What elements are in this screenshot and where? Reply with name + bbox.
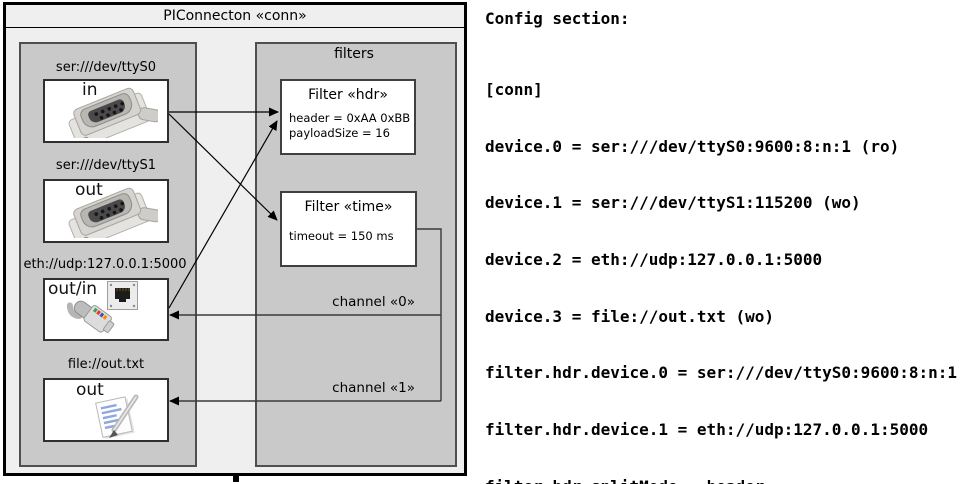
config-section: [conn] device.0 = ser:///dev/ttyS0:9600:…: [485, 43, 964, 484]
bottom-tick: [233, 473, 239, 482]
filters-panel-title: filters: [334, 46, 374, 62]
config-line: filter.hdr.device.0 = ser:///dev/ttyS0:9…: [485, 363, 958, 383]
config-line: device.0 = ser:///dev/ttyS0:9600:8:n:1 (…: [485, 136, 900, 156]
filter-title: Filter «hdr»: [308, 87, 388, 103]
config-line: filter.hdr.device.1 = eth://udp:127.0.0.…: [485, 420, 929, 440]
channel-1-label: channel «1»: [332, 380, 415, 396]
device-label-ttys1: ser:///dev/ttyS1: [55, 158, 157, 173]
config-line: device.1 = ser:///dev/ttyS1:115200 (wo): [485, 193, 861, 213]
serial-connector-icon: [68, 87, 158, 138]
serial-connector-icon: [68, 187, 158, 238]
filter-property: timeout = 150 ms: [289, 229, 394, 243]
ethernet-socket-icon: [107, 281, 138, 310]
notepad-icon: [95, 394, 139, 439]
device-label-eth: eth://udp:127.0.0.1:5000: [23, 257, 187, 272]
config-line: device.3 = file://out.txt (wo): [485, 306, 774, 326]
config-line: device.2 = eth://udp:127.0.0.1:5000: [485, 250, 823, 270]
filter-title: Filter «time»: [304, 199, 393, 215]
device-port-label: out: [76, 380, 104, 400]
rj45-cable-icon: [66, 300, 115, 333]
device-port-label: in: [82, 80, 98, 100]
filter-property: payloadSize = 16: [289, 126, 390, 140]
filter-box-time: Filter «time» timeout = 150 ms: [280, 191, 417, 267]
device-port-label: out/in: [48, 279, 98, 299]
config-heading: Config section:: [485, 9, 630, 28]
diagram-title: PIConnecton «conn»: [6, 5, 464, 28]
filter-property: header = 0xAA 0xBB: [289, 111, 411, 125]
device-port-label: out: [75, 180, 103, 200]
config-line: [conn]: [485, 80, 543, 99]
config-line: filter.hdr.splitMode = header: [485, 477, 964, 484]
channel-0-label: channel «0»: [332, 294, 415, 310]
device-label-ttys0: ser:///dev/ttyS0: [55, 60, 157, 75]
device-label-file: file://out.txt: [67, 357, 145, 372]
filter-box-hdr: Filter «hdr» header = 0xAA 0xBB payloadS…: [280, 79, 416, 155]
